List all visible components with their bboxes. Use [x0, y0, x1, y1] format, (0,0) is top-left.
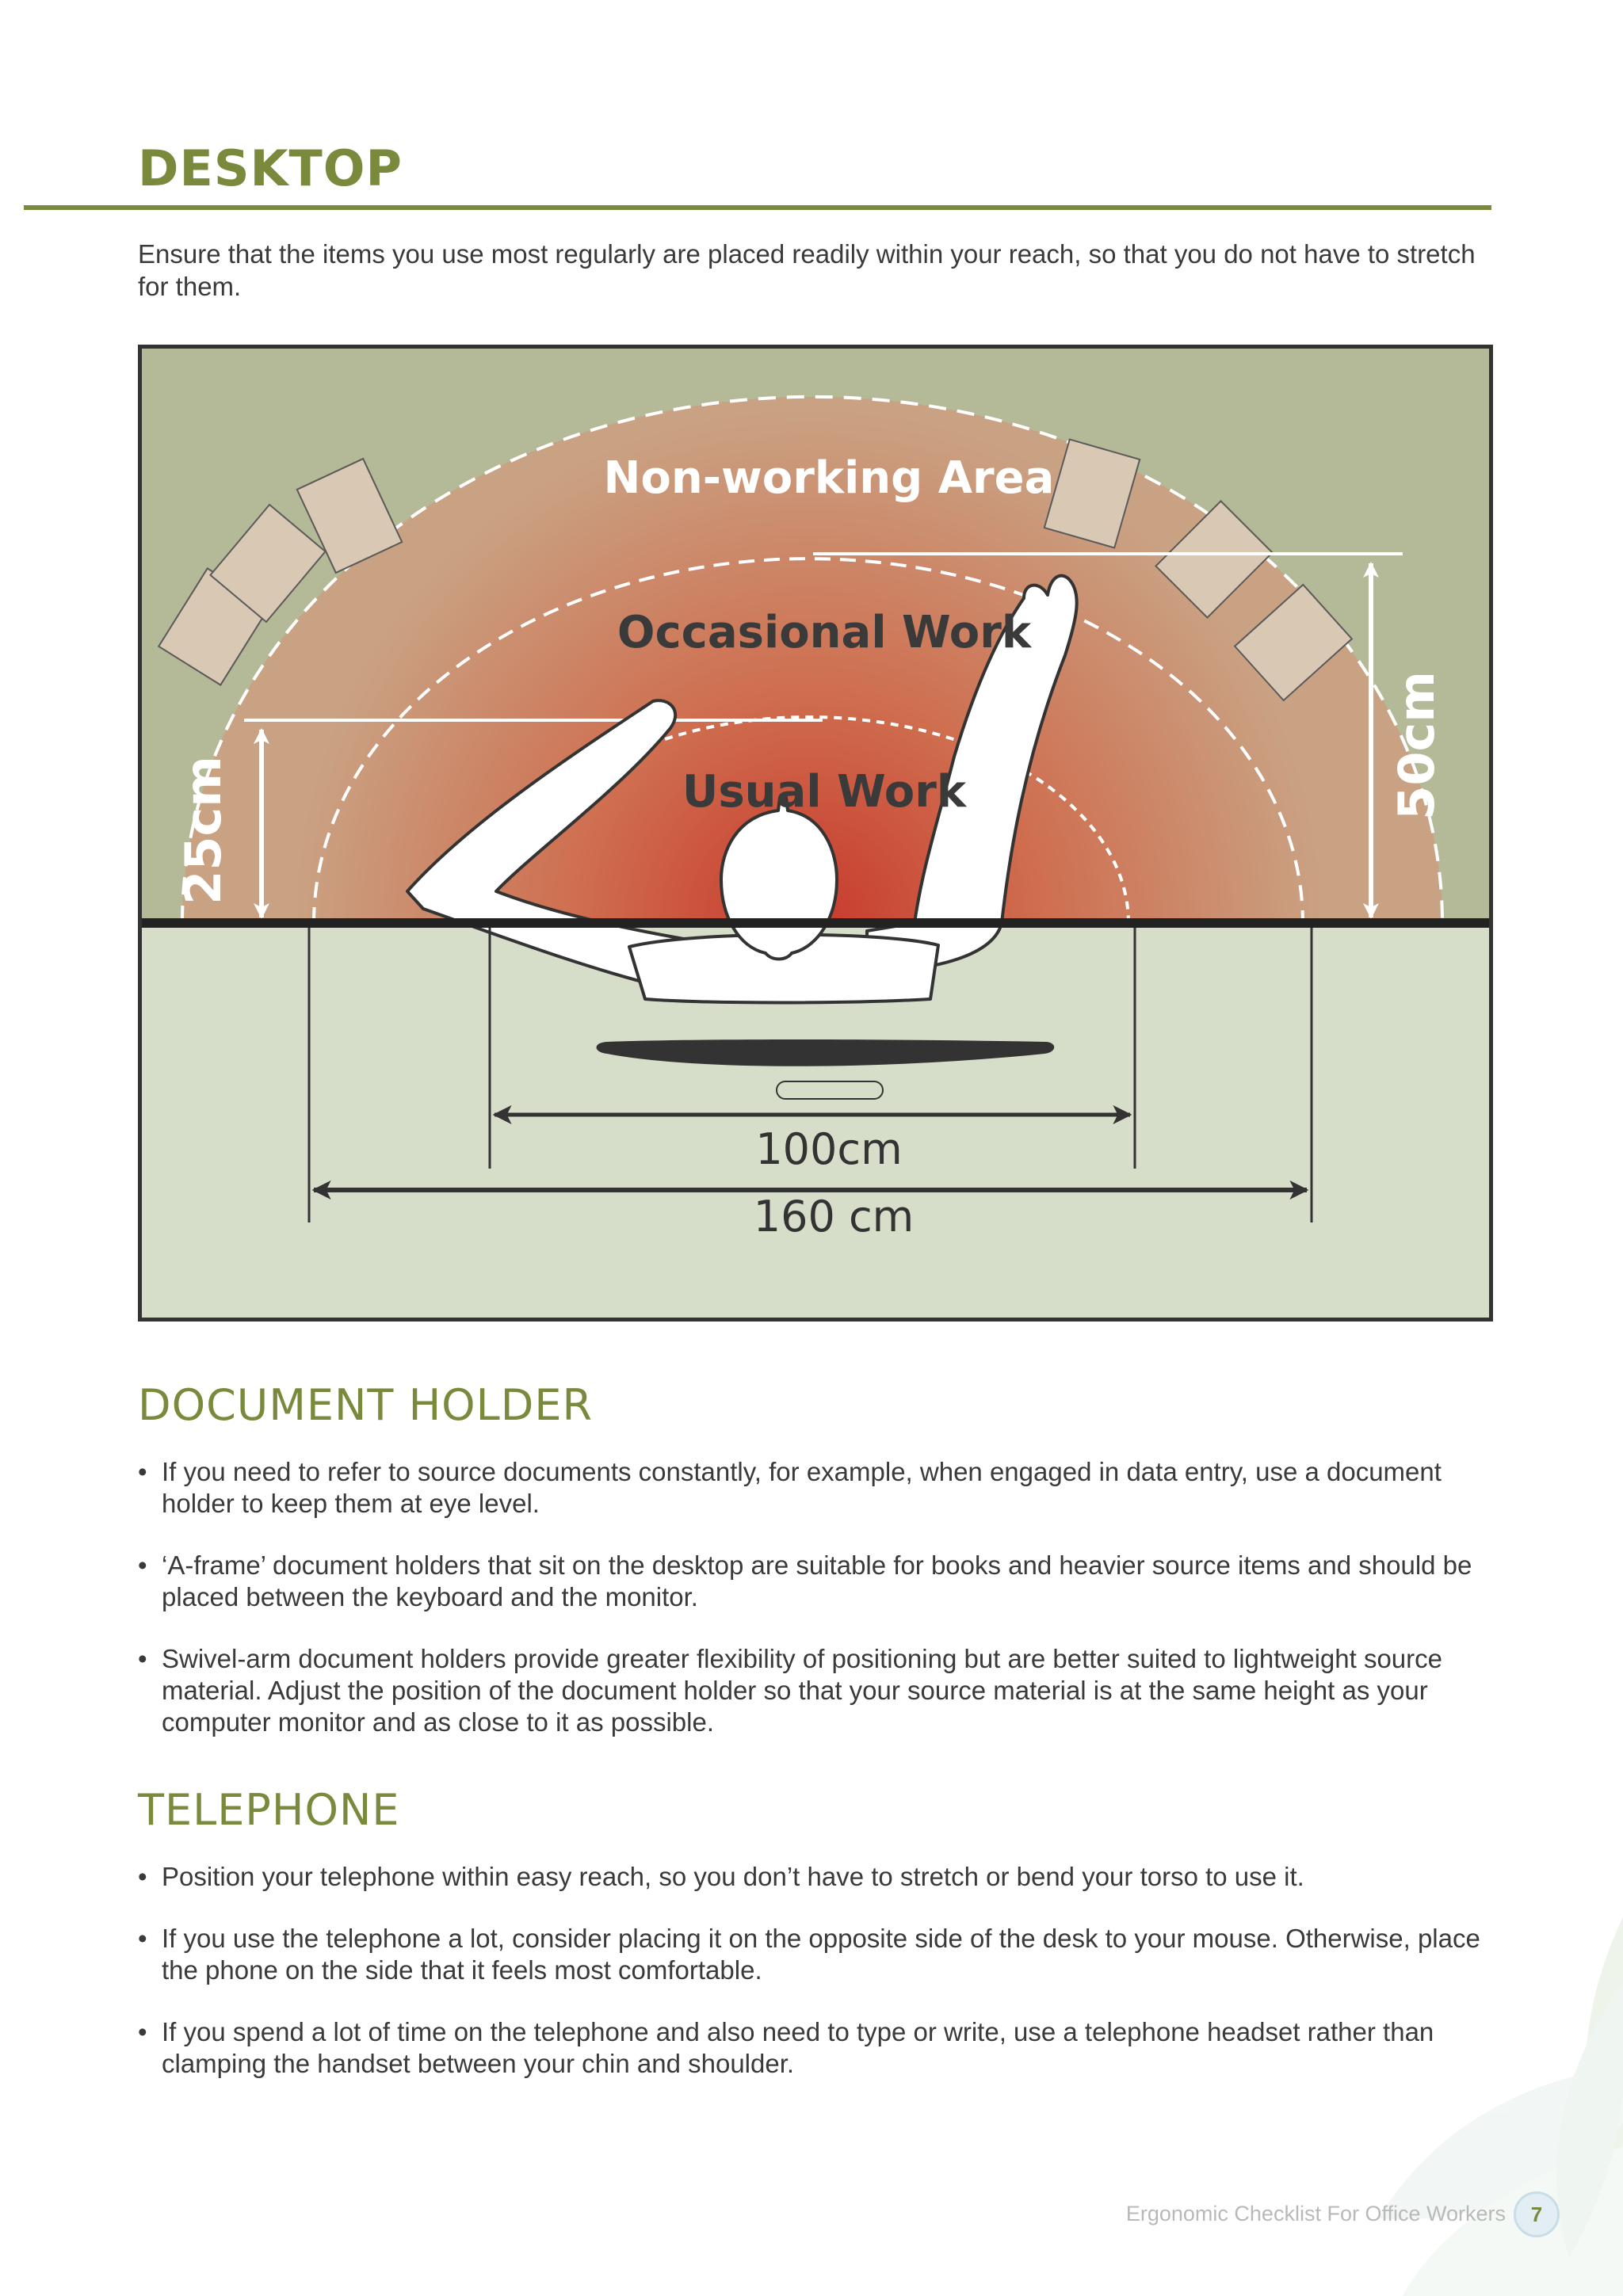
intro-paragraph: Ensure that the items you use most regul…: [138, 239, 1476, 301]
list-item: Position your telephone within easy reac…: [138, 1861, 1495, 1893]
list-item: If you need to refer to source documents…: [138, 1456, 1495, 1520]
title-divider: [24, 205, 1491, 210]
document-sheet: [1155, 500, 1274, 619]
desk-reach-diagram: Non-working Area Occasional Work Usual W…: [138, 345, 1493, 1322]
document-sheets: [157, 438, 1354, 702]
dimension-label-25cm: 25cm: [174, 756, 232, 905]
diagram-border: [138, 345, 1493, 1322]
zone-label-occasional: Occasional Work: [617, 607, 1033, 658]
footer-title: Ergonomic Checklist For Office Workers: [1125, 2202, 1506, 2225]
occasional-boundary: [312, 557, 1304, 924]
shoulders: [628, 933, 940, 1005]
page-title: DESKTOP: [138, 139, 403, 197]
desk-edge: [138, 918, 1493, 928]
section-heading-telephone: TELEPHONE: [138, 1785, 400, 1835]
list-item: If you use the telephone a lot, consider…: [138, 1923, 1495, 1986]
dimension-label-50cm: 50cm: [1388, 671, 1445, 820]
chair-backrest: [596, 1039, 1055, 1066]
zone-label-non-working: Non-working Area: [604, 452, 1055, 504]
dimension-label-160cm: 160 cm: [754, 1192, 915, 1241]
zone-label-usual: Usual Work: [682, 766, 968, 818]
telephone-list: Position your telephone within easy reac…: [138, 1861, 1495, 2080]
document-sheet: [1233, 583, 1354, 702]
document-holder-list: If you need to refer to source documents…: [138, 1456, 1495, 1738]
dimension-label-100cm: 100cm: [755, 1124, 902, 1174]
list-item: If you spend a lot of time on the teleph…: [138, 2016, 1495, 2080]
reach-zone-fill: [182, 396, 1442, 923]
page-number-badge: 7: [1514, 2191, 1560, 2237]
chair-base: [776, 1081, 884, 1100]
section-heading-document-holder: DOCUMENT HOLDER: [138, 1380, 593, 1430]
document-sheet: [1043, 438, 1141, 549]
document-sheet: [296, 457, 403, 574]
document-sheet: [209, 503, 327, 624]
list-item: ‘A-frame’ document holders that sit on t…: [138, 1550, 1495, 1613]
width-extension-lines: [307, 928, 1313, 1222]
list-item: Swivel-arm document holders provide grea…: [138, 1643, 1495, 1738]
leaf-watermark: [1379, 1917, 1623, 2296]
